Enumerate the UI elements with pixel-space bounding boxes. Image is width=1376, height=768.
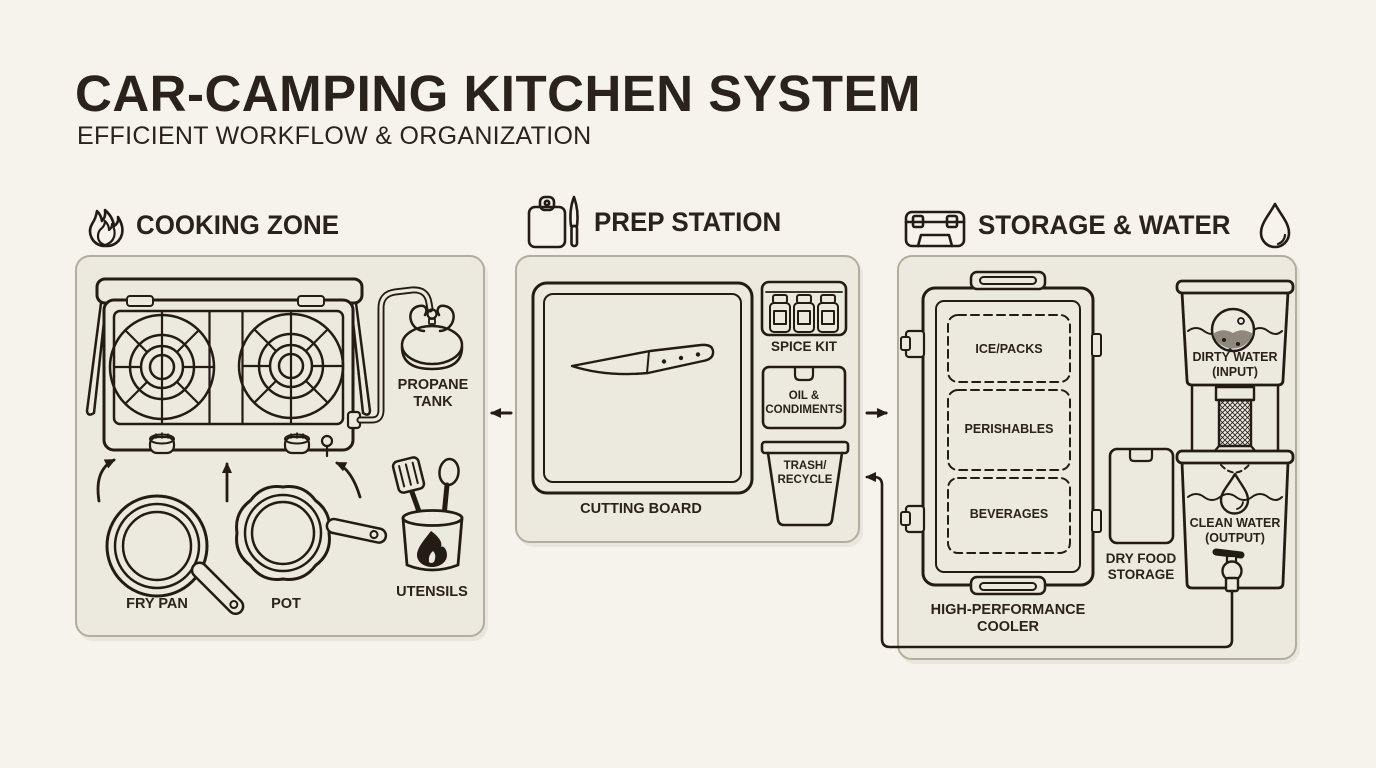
spice-kit-label: SPICE KIT [770,339,837,354]
storage-water-panel [897,255,1297,660]
page-subtitle: EFFICIENT WORKFLOW & ORGANIZATION [77,122,592,150]
pot-label: POT [271,596,301,612]
fry-pan-label: FRY PAN [126,596,188,612]
oil-condiments-label: OIL & CONDIMENTS [765,390,843,416]
page-title: CAR-CAMPING KITCHEN SYSTEM [75,65,922,122]
cooking-zone-panel [75,255,485,637]
dry-food-label: DRY FOOD STORAGE [1105,551,1177,583]
propane-tank-label: PROPANE TANK [397,377,469,411]
cooler-icon [904,210,966,248]
cooler-compartment-beverages-label: BEVERAGES [969,507,1049,521]
cooler-compartment-ice-label: ICE/PACKS [975,342,1043,356]
prep-station-header: PREP STATION [526,195,789,249]
dirty-water-label: DIRTY WATER (INPUT) [1192,350,1278,379]
cutting-board-label: CUTTING BOARD [580,501,702,517]
cooking-zone-header: COOKING ZONE [84,200,348,250]
clean-water-label: CLEAN WATER (OUTPUT) [1189,516,1281,545]
storage-water-title: STORAGE & WATER [978,209,1231,240]
water-drop-icon [1259,202,1291,249]
storage-water-header: STORAGE & WATER [904,200,1293,250]
trash-recycle-label: TRASH/ RECYCLE [777,460,833,486]
cutting-board-knife-icon [527,195,579,249]
cooler-compartment-perishables-label: PERISHABLES [964,422,1054,436]
flame-icon [88,208,124,248]
cooking-zone-title: COOKING ZONE [136,209,340,240]
utensils-label: UTENSILS [396,584,468,600]
prep-station-title: PREP STATION [594,206,782,237]
cooler-label: HIGH-PERFORMANCE COOLER [930,602,1086,636]
